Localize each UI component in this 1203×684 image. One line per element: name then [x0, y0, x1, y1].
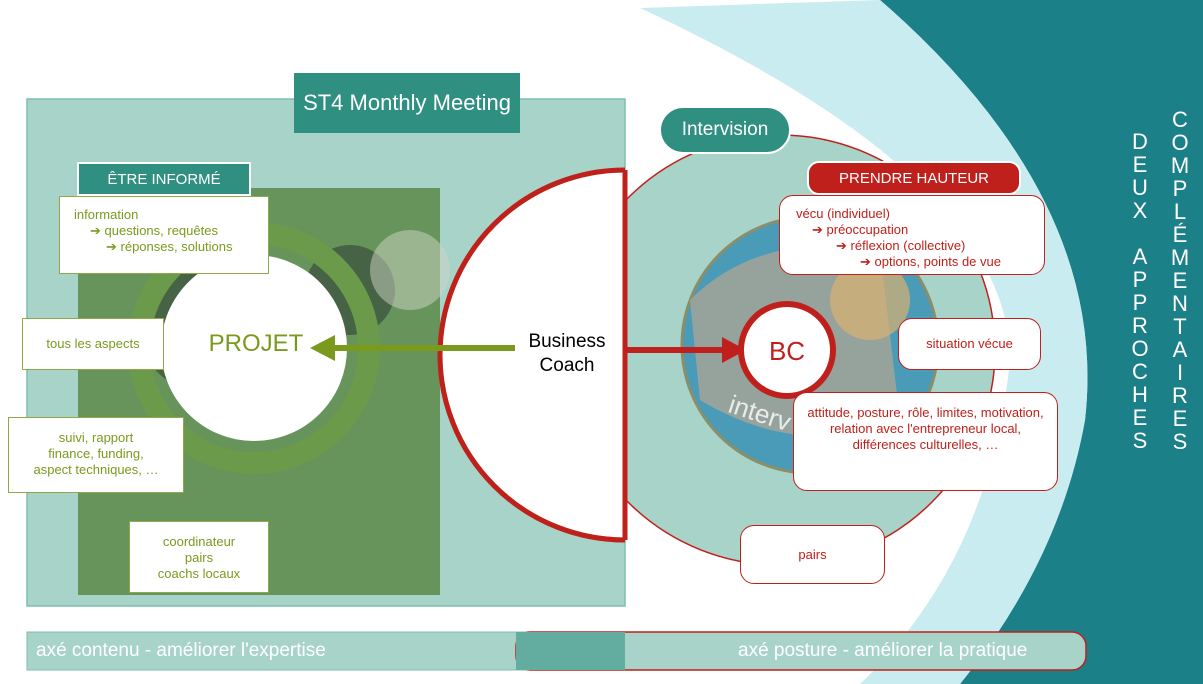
info-line-2: ➔ questions, requêtes	[90, 223, 218, 238]
tous-aspects-text: tous les aspects	[46, 336, 140, 351]
side-col-1-letter: R	[1132, 313, 1148, 338]
outer-dark-arc	[880, 0, 1203, 684]
hauteur-line-2: ➔ préoccupation	[812, 222, 909, 237]
attitude-box: attitude, posture, rôle, limites, motiva…	[793, 392, 1058, 491]
suivi-box: suivi, rapport finance, funding, aspect …	[8, 417, 184, 493]
situation-text: situation vécue	[926, 336, 1013, 351]
bc-circle	[738, 301, 836, 399]
suivi-line-3: aspect techniques, …	[33, 462, 159, 477]
hauteur-line-4: ➔ options, points de vue	[860, 254, 1001, 269]
side-col-1-letter: X	[1132, 198, 1148, 223]
side-col-1-letter: E	[1132, 152, 1148, 177]
business-coach-line-2: Coach	[539, 355, 595, 376]
etre-informe-text: ÊTRE INFORMÉ	[107, 170, 221, 188]
attitude-line-2: relation avec l'entrepreneur local,	[829, 421, 1022, 436]
intervision-title: Intervision	[659, 106, 791, 154]
side-col-2-letter: T	[1173, 314, 1187, 339]
suivi-line-2: finance, funding,	[48, 446, 144, 461]
hauteur-line-3: ➔ réflexion (collective)	[836, 238, 966, 253]
business-coach-label: Business Coach	[512, 330, 622, 378]
side-col-1-letter: U	[1132, 175, 1148, 200]
side-col-1-letter	[1137, 222, 1143, 245]
side-col-1-letter: S	[1132, 428, 1148, 453]
pairs-box: pairs	[740, 525, 885, 584]
info-box: information ➔ questions, requêtes ➔ répo…	[59, 196, 269, 274]
side-col-2-letter: P	[1172, 176, 1188, 201]
side-col-1-letter: E	[1132, 405, 1148, 430]
side-col-2-letter: R	[1172, 383, 1188, 408]
prendre-hauteur-text: PRENDRE HAUTEUR	[838, 169, 989, 187]
st4-title: ST4 Monthly Meeting	[294, 73, 520, 133]
etre-informe-header: ÊTRE INFORMÉ	[77, 162, 251, 196]
prendre-hauteur-header: PRENDRE HAUTEUR	[807, 161, 1021, 195]
side-col-2-letter: M	[1170, 153, 1190, 178]
business-coach-right-arc	[437, 167, 626, 543]
side-col-2-letter: N	[1172, 291, 1188, 316]
pairs-text: pairs	[798, 546, 827, 562]
side-col-2-letter: C	[1172, 107, 1188, 132]
tous-aspects-box: tous les aspects	[22, 318, 164, 370]
attitude-line-1: attitude, posture, rôle, limites, motiva…	[807, 405, 1044, 420]
business-coach-line-1: Business	[528, 331, 606, 352]
bc-label: BC	[768, 336, 806, 366]
hauteur-box: vécu (individuel) ➔ préoccupation ➔ réfl…	[779, 195, 1045, 275]
situation-box: situation vécue	[898, 318, 1041, 370]
coord-line-3: coachs locaux	[157, 566, 241, 581]
st4-title-text: ST4 Monthly Meeting	[303, 90, 511, 115]
side-col-1-letter: O	[1131, 336, 1149, 361]
info-line-3: ➔ réponses, solutions	[106, 239, 233, 254]
side-col-1-letter: P	[1132, 267, 1148, 292]
side-col-2-letter: E	[1172, 268, 1188, 293]
coordinateur-box: coordinateur pairs coachs locaux	[129, 521, 269, 593]
side-col-2-letter: O	[1171, 130, 1189, 155]
side-col-1-letter: C	[1132, 359, 1148, 384]
side-col-2-letter: L	[1173, 199, 1187, 224]
side-col-1-letter: P	[1132, 290, 1148, 315]
side-col-2-letter: M	[1170, 245, 1190, 270]
side-col-1-letter: A	[1132, 244, 1148, 269]
side-col-2-letter: A	[1172, 337, 1188, 362]
coord-line-2: pairs	[184, 550, 214, 565]
coord-line-1: coordinateur	[162, 534, 236, 549]
left-axis-label: axé contenu - améliorer l'expertise	[36, 640, 326, 661]
suivi-line-1: suivi, rapport	[58, 430, 134, 445]
intervision-title-text: Intervision	[681, 119, 769, 140]
side-col-2-letter: S	[1172, 429, 1188, 454]
hauteur-line-1: vécu (individuel)	[796, 206, 890, 221]
right-axis-label: axé posture - améliorer la pratique	[738, 640, 1028, 661]
info-line-1: information	[74, 207, 139, 222]
projet-circle	[161, 255, 347, 441]
attitude-line-3: différences culturelles, …	[852, 437, 999, 452]
side-col-2-letter: I	[1176, 360, 1184, 385]
side-col-2-letter: E	[1172, 406, 1188, 431]
projet-label: PROJET	[208, 330, 304, 357]
side-col-2-letter: É	[1172, 222, 1188, 247]
side-col-1-letter: D	[1132, 129, 1148, 154]
side-col-1-letter: H	[1132, 382, 1148, 407]
